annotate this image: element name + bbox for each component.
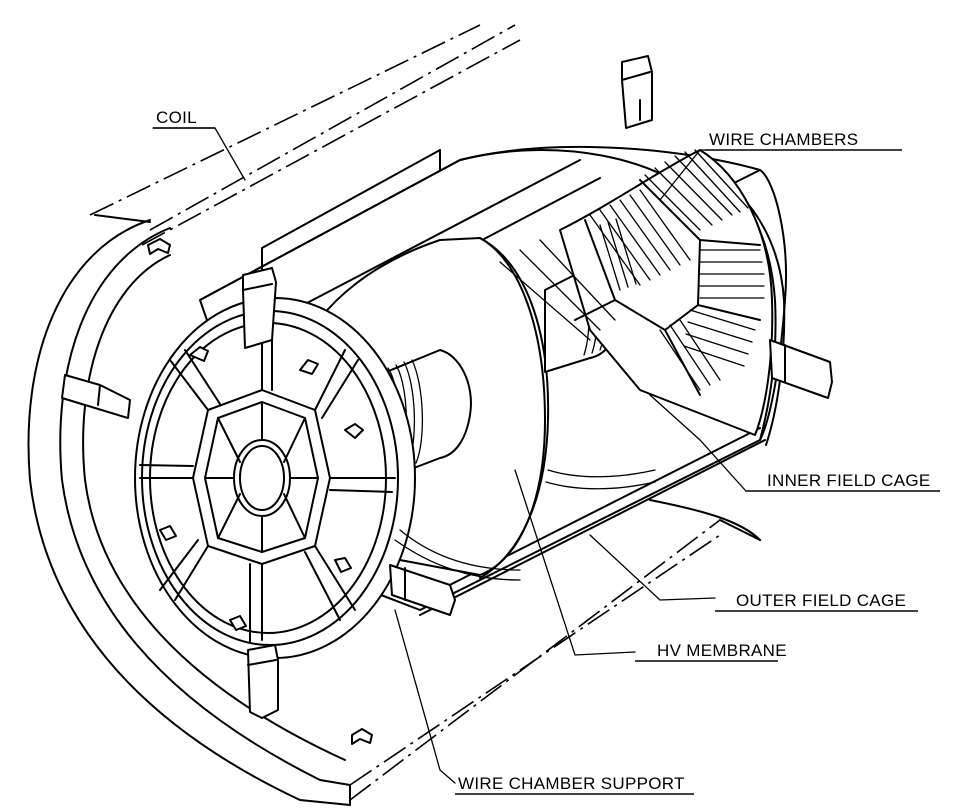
leader-wire-chambers bbox=[659, 149, 706, 201]
lower-cage-surface bbox=[394, 469, 656, 581]
label-wire-chamber-support: WIRE CHAMBER SUPPORT bbox=[455, 774, 694, 795]
label-hv-membrane-text: HV MEMBRANE bbox=[657, 641, 787, 660]
label-coil: COIL bbox=[153, 108, 215, 129]
leader-wire-chamber-support bbox=[394, 609, 456, 784]
coil-shell bbox=[27, 24, 761, 806]
label-hv-membrane: HV MEMBRANE bbox=[635, 641, 787, 662]
label-wire-chambers-text: WIRE CHAMBERS bbox=[709, 130, 858, 149]
leader-inner-field-cage bbox=[649, 394, 746, 491]
label-outer-field-cage: OUTER FIELD CAGE bbox=[715, 591, 918, 612]
wire-chambers-right bbox=[499, 149, 774, 436]
leader-hv-membrane bbox=[514, 469, 636, 656]
label-coil-text: COIL bbox=[156, 108, 197, 127]
label-inner-field-cage-text: INNER FIELD CAGE bbox=[767, 471, 931, 490]
wire-hatching bbox=[589, 149, 765, 391]
label-outer-field-cage-text: OUTER FIELD CAGE bbox=[736, 591, 906, 610]
wire-chamber-support bbox=[134, 297, 416, 659]
leader-outer-field-cage bbox=[589, 534, 716, 601]
labels: COIL WIRE CHAMBERS INNER FIELD CAGE OUTE… bbox=[153, 108, 940, 795]
label-wire-chamber-support-text: WIRE CHAMBER SUPPORT bbox=[458, 774, 685, 793]
leader-coil bbox=[152, 127, 246, 181]
support-brackets bbox=[61, 55, 833, 719]
label-inner-field-cage: INNER FIELD CAGE bbox=[745, 471, 940, 492]
label-wire-chambers: WIRE CHAMBERS bbox=[705, 130, 902, 151]
